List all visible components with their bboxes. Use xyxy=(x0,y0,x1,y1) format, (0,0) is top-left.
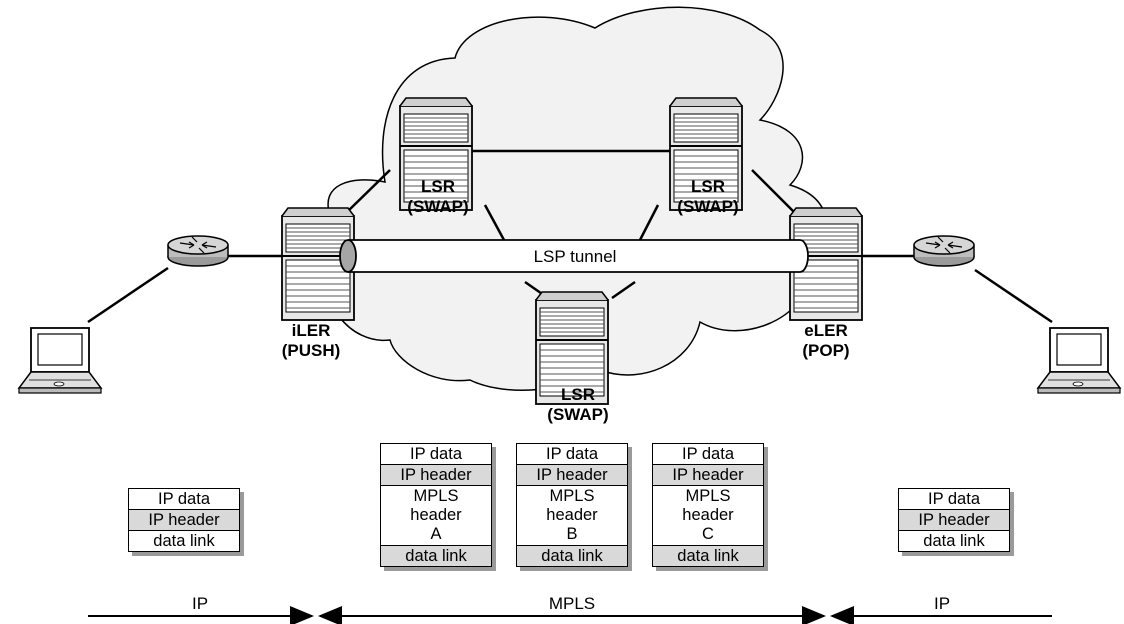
lsr-bottom-role: (SWAP) xyxy=(547,405,608,424)
data-link-cell: data link xyxy=(899,530,1009,551)
mpls-header-text: MPLS header C xyxy=(682,487,734,543)
ip-left-label: IP xyxy=(191,594,209,613)
eler-role: (POP) xyxy=(802,341,849,360)
data-link-cell: data link xyxy=(381,545,491,566)
router-right-icon xyxy=(913,235,975,267)
ip-header-cell: IP header xyxy=(653,464,763,485)
ip-data-cell: IP data xyxy=(410,445,462,463)
ip-data-cell: IP data xyxy=(546,445,598,463)
packet-stack-right: IP data IP header data link xyxy=(898,488,1010,552)
data-link-cell: data link xyxy=(517,545,627,566)
ip-right-label: IP xyxy=(933,594,951,613)
lsr-bottom-name: LSR xyxy=(561,385,595,404)
packet-stack-b: IP data IP header MPLS header B data lin… xyxy=(516,443,628,567)
lsp-tunnel: LSP tunnel xyxy=(339,239,809,273)
network-links xyxy=(87,149,1053,324)
lsr-top-left-name: LSR xyxy=(421,177,455,196)
data-link-cell: data link xyxy=(653,545,763,566)
ip-header-cell: IP header xyxy=(129,509,239,530)
data-link-cell: data link xyxy=(129,530,239,551)
router-left-icon xyxy=(167,235,229,267)
ip-header-cell: IP header xyxy=(899,509,1009,530)
mpls-header-text: MPLS header A xyxy=(410,487,462,543)
mpls-header-text: MPLS header B xyxy=(546,487,598,543)
ip-data-cell: IP data xyxy=(928,490,980,508)
mpls-label: MPLS xyxy=(548,594,596,613)
ip-header-cell: IP header xyxy=(381,464,491,485)
mpls-header-cell: MPLS header A xyxy=(381,485,491,545)
mpls-header-cell: MPLS header C xyxy=(653,485,763,545)
lsr-top-left-role: (SWAP) xyxy=(407,197,468,216)
iler-name: iLER xyxy=(292,321,331,340)
ip-data-cell: IP data xyxy=(158,490,210,508)
tunnel-label: LSP tunnel xyxy=(534,247,617,266)
ip-data-cell: IP data xyxy=(682,445,734,463)
mpls-header-cell: MPLS header B xyxy=(517,485,627,545)
iler-role: (PUSH) xyxy=(282,341,341,360)
packet-stack-a: IP data IP header MPLS header A data lin… xyxy=(380,443,492,567)
laptop-left-icon xyxy=(18,327,102,394)
packet-stack-left: IP data IP header data link xyxy=(128,488,240,552)
ip-header-cell: IP header xyxy=(517,464,627,485)
laptop-right-icon xyxy=(1037,327,1121,394)
lsr-top-right-name: LSR xyxy=(691,177,725,196)
eler-name: eLER xyxy=(804,321,847,340)
packet-stack-c: IP data IP header MPLS header C data lin… xyxy=(652,443,764,567)
lsr-top-right-role: (SWAP) xyxy=(677,197,738,216)
